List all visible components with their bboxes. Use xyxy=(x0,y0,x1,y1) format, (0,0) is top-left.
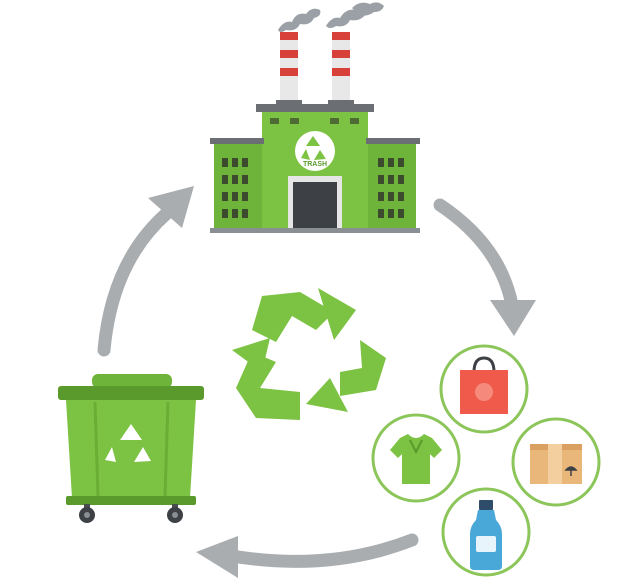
bin-wheel-left xyxy=(79,504,95,523)
t-shirt-icon xyxy=(390,434,442,484)
factory-sign: TRASH xyxy=(295,131,335,171)
shopping-bag-icon xyxy=(460,356,508,414)
chimney-right xyxy=(328,32,354,106)
cycle-arrow-top-right xyxy=(433,198,536,336)
recycle-symbol-icon xyxy=(232,288,386,420)
recycle-sign-icon xyxy=(301,136,326,160)
factory-sign-label: TRASH xyxy=(303,161,327,168)
product-shopping-bag xyxy=(439,344,529,434)
product-plastic-bottle xyxy=(441,487,531,577)
cycle-arrow-left xyxy=(97,186,194,357)
factory-windows xyxy=(222,158,404,218)
recycling-factory: TRASH xyxy=(210,2,420,233)
product-t-shirt xyxy=(371,413,461,503)
cycle-arrow-bottom xyxy=(196,533,419,578)
bin-wheel-right xyxy=(167,504,183,523)
cardboard-box-icon xyxy=(530,444,582,484)
smoke-icon xyxy=(278,2,384,32)
bin-recycle-icon xyxy=(105,424,151,462)
recycle-bin xyxy=(58,374,204,523)
plastic-bottle-icon xyxy=(470,500,502,570)
product-cardboard-box xyxy=(511,417,601,507)
chimney-left xyxy=(276,32,302,106)
